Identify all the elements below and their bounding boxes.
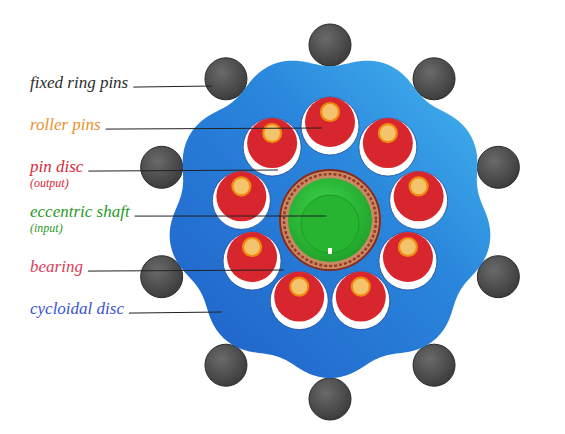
ring-pin: [309, 378, 351, 420]
roller-pin: [379, 124, 397, 142]
disc-hole: [243, 118, 301, 176]
ring-pin: [413, 344, 455, 386]
pin-disc-part: [383, 232, 433, 282]
hole: [359, 118, 417, 176]
leader-line: [133, 86, 212, 87]
part-label: (input): [30, 222, 63, 235]
part-label: pin disc: [30, 158, 83, 177]
disc-hole: [301, 97, 359, 155]
roller-pin: [399, 238, 417, 256]
roller-pin: [232, 177, 250, 195]
part-label: (output): [30, 177, 69, 190]
hole: [379, 232, 437, 290]
cycloidal-disc: [170, 61, 491, 378]
ring-pin: [205, 344, 247, 386]
disc-hole: [379, 232, 437, 290]
shaft-core: [301, 195, 359, 253]
part-label: bearing: [30, 258, 83, 277]
cycloidal-disc-shape: [170, 61, 491, 378]
shaft-and-bearing: [280, 170, 380, 270]
hole: [390, 171, 448, 229]
leader-line: [88, 170, 278, 171]
ring-pin: [477, 256, 519, 298]
pin-disc-part: [394, 171, 444, 221]
pin-disc-part: [336, 272, 386, 322]
ring-pin: [309, 24, 351, 66]
leader-line: [135, 216, 326, 217]
hole: [212, 171, 270, 229]
ring-pin: [141, 146, 183, 188]
part-label: cycloidal disc: [30, 300, 124, 319]
ring-pins: [141, 24, 520, 420]
ring-pin: [477, 146, 519, 188]
pin-disc-part: [247, 118, 297, 168]
pin-disc-part: [227, 232, 277, 282]
hole: [270, 272, 328, 330]
pin-disc-holes: [212, 97, 447, 330]
ring-pin: [141, 256, 183, 298]
bearing: [280, 170, 380, 270]
eccentric-shaft: [288, 178, 372, 262]
disc-hole: [332, 272, 390, 330]
part-label: roller pins: [30, 116, 101, 135]
hole: [243, 118, 301, 176]
leader-line: [106, 128, 322, 129]
disc-hole: [390, 171, 448, 229]
roller-pin: [410, 177, 428, 195]
disc-hole: [359, 118, 417, 176]
part-label: eccentric shaft: [30, 203, 130, 222]
leader-line: [88, 270, 284, 271]
disc-hole: [270, 272, 328, 330]
disc-hole: [223, 232, 281, 290]
roller-pin: [243, 238, 261, 256]
roller-pin: [263, 124, 281, 142]
ring-pin: [413, 58, 455, 100]
part-label: fixed ring pins: [30, 74, 128, 93]
roller-pin: [321, 103, 339, 121]
leader-line: [129, 312, 222, 313]
roller-pin: [352, 278, 370, 296]
ring-pin: [205, 58, 247, 100]
pin-disc-part: [274, 272, 324, 322]
hole: [332, 272, 390, 330]
bearing-rollers: [284, 174, 376, 266]
disc-hole: [212, 171, 270, 229]
pin-disc-part: [216, 171, 266, 221]
roller-pin: [290, 278, 308, 296]
pin-disc-part: [305, 97, 355, 147]
leader-lines: [88, 86, 326, 313]
pin-disc-part: [363, 118, 413, 168]
hole: [301, 97, 359, 155]
hole: [223, 232, 281, 290]
shaft-key: [328, 248, 332, 254]
